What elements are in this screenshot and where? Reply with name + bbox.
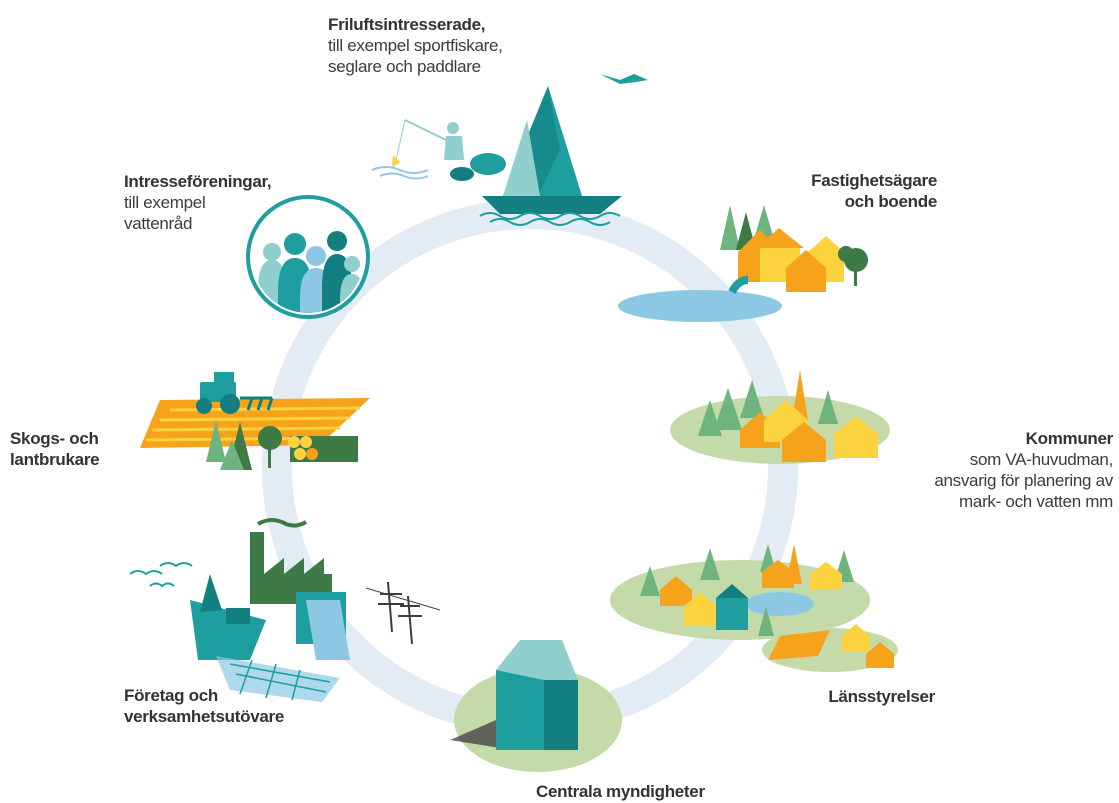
label-intresse-title: Intresseföreningar, [124,172,272,191]
label-friluft-line-1: till exempel sportfiskare, [328,36,503,55]
label-kommuner-line-2: ansvarig för planering av [934,471,1113,490]
label-fastighet: Fastighetsägare och boende [811,170,937,212]
label-intresse: Intresseföreningar, till exempel vattenr… [124,171,272,234]
label-foretag: Företag och verksamhetsutövare [124,685,284,727]
label-lansstyrelser: Länsstyrelser [828,686,935,707]
label-centrala: Centrala myndigheter [536,781,705,802]
fisher-icon [392,119,464,168]
people-circle-illustration [246,195,370,319]
recreation-illustration [371,74,648,226]
industry-illustration [129,518,441,702]
label-kommuner-line-3: mark- och vatten mm [959,492,1113,511]
homeowner-illustration [618,205,868,322]
label-intresse-line-1: till exempel [124,193,206,212]
central-authority-illustration [450,640,622,772]
label-friluft-line-2: seglare och paddlare [328,57,481,76]
label-fastighet-line-1: och boende [844,192,938,211]
farm-illustration [140,372,370,470]
label-lansstyrelser-title: Länsstyrelser [828,687,935,706]
label-skogs: Skogs- och lantbrukare [10,428,100,470]
label-foretag-line-1: verksamhetsutövare [124,707,284,726]
label-centrala-title: Centrala myndigheter [536,782,705,801]
label-fastighet-title: Fastighetsägare [811,171,937,190]
label-foretag-title: Företag och [124,686,218,705]
label-friluft: Friluftsintresserade, till exempel sport… [328,14,503,77]
label-skogs-line-1: lantbrukare [10,450,100,469]
county-illustration [610,544,898,672]
bird-icon [600,74,648,84]
label-kommuner-title: Kommuner [1025,429,1114,448]
label-kommuner-line-1: som VA-huvudman, [969,450,1114,469]
municipality-illustration [670,370,890,464]
label-skogs-title: Skogs- och [10,429,99,448]
label-intresse-line-2: vattenråd [124,214,193,233]
label-kommuner: Kommuner som VA-huvudman, ansvarig för p… [934,428,1113,512]
logs-icon [288,436,358,462]
label-friluft-title: Friluftsintresserade, [328,15,486,34]
